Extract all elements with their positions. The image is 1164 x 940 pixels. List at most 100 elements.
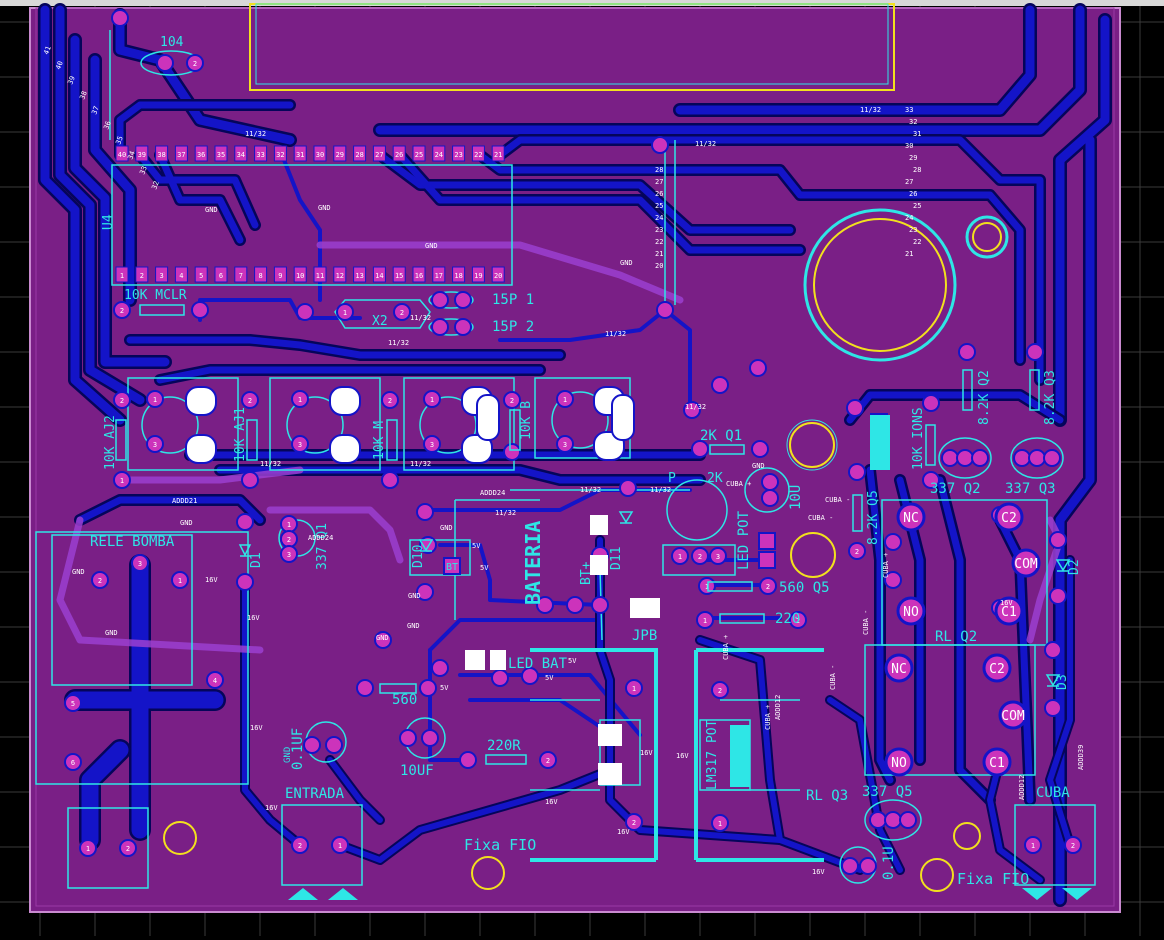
label-10kions: 10K IONS — [911, 407, 926, 470]
chip-pin-number: 17 — [435, 272, 443, 280]
net-labels: 4140393837363534333228272625242322212033… — [42, 45, 1085, 876]
pad — [846, 399, 864, 417]
chip-pin-number: 31 — [296, 151, 304, 159]
pad — [91, 571, 109, 589]
pad — [1044, 699, 1062, 717]
pad — [236, 513, 254, 531]
chip-pin-bottom — [313, 266, 327, 283]
pad — [336, 303, 354, 321]
label-10kb: 10K B — [519, 401, 534, 440]
pad — [431, 318, 449, 336]
silkscreen-outlines — [35, 30, 1096, 889]
chip-pin-number: 13 — [355, 272, 363, 280]
net-label: 11/32 — [685, 403, 706, 411]
lcd-inner-outline — [255, 3, 889, 85]
net-label: ADDD12 — [774, 695, 782, 720]
chip-pin-number: 27 — [375, 151, 383, 159]
label-jpb: JPB — [632, 628, 657, 644]
relay-pad — [884, 747, 914, 777]
square-pad — [443, 557, 461, 575]
net-label: 27 — [905, 178, 913, 186]
pad — [296, 303, 314, 321]
net-label: 16V — [247, 614, 260, 622]
net-label: 11/32 — [580, 486, 601, 494]
net-label: 24 — [655, 214, 663, 222]
pad — [841, 857, 859, 875]
pad-number: 1 — [703, 617, 707, 625]
pad — [1024, 836, 1042, 854]
pad — [619, 479, 637, 497]
chip-pin-bottom — [135, 266, 149, 283]
chip-pin-number: 4 — [179, 272, 183, 280]
net-label: CUBA - — [808, 514, 833, 522]
pad — [186, 54, 204, 72]
cap-ring-q5 — [790, 532, 836, 578]
net-label: 24 — [905, 214, 913, 222]
chip-pin-top — [353, 145, 367, 162]
chip-pin-number: 22 — [474, 151, 482, 159]
pad — [1049, 531, 1067, 549]
net-label: CUBA + — [726, 480, 751, 488]
chip-pin-bottom — [491, 266, 505, 283]
pad — [1044, 641, 1062, 659]
chip-pin-top — [254, 145, 268, 162]
chip-pin-number: 35 — [217, 151, 225, 159]
chip-pin-bottom — [353, 266, 367, 283]
pad — [111, 9, 129, 27]
label-2kq1: 2K Q1 — [700, 428, 742, 444]
chip-pin-bottom — [194, 266, 208, 283]
pad — [884, 571, 902, 589]
pad-number: 2 — [546, 757, 550, 765]
pad — [303, 736, 321, 754]
chip-pin-number: 9 — [278, 272, 282, 280]
relay-pad-label: C2 — [1001, 511, 1017, 526]
chip-pin-number: 32 — [276, 151, 284, 159]
chip-pin-top — [174, 145, 188, 162]
pad-number: 1 — [678, 553, 682, 561]
pad — [711, 814, 729, 832]
pad — [431, 291, 449, 309]
pad — [399, 729, 417, 747]
pad — [454, 291, 472, 309]
label-aj1: 10K AJ1 — [233, 407, 248, 462]
chip-pin-number: 19 — [474, 272, 482, 280]
pad — [491, 669, 509, 687]
pad — [536, 596, 554, 614]
label-560q5: 560 Q5 — [779, 580, 830, 596]
chip-pin-bottom — [372, 266, 386, 283]
net-label: 30 — [905, 142, 913, 150]
pad — [922, 471, 940, 489]
label-c104: 104 — [160, 35, 184, 50]
net-label: 16V — [676, 752, 689, 760]
resistor-bodies — [115, 304, 1040, 765]
net-label: 40 — [54, 60, 64, 71]
pad — [119, 839, 137, 857]
net-label: 29 — [909, 154, 917, 162]
pad — [356, 679, 374, 697]
relay-pad-label: C1 — [1001, 605, 1017, 620]
pad — [423, 435, 441, 453]
net-label: 11/32 — [260, 460, 281, 468]
pad — [539, 751, 557, 769]
pad-number: 3 — [430, 441, 434, 449]
chip-pin-number: 3 — [159, 272, 163, 280]
net-label: 16V — [545, 798, 558, 806]
pad-number: 2 — [796, 617, 800, 625]
chip-pin-number: 25 — [415, 151, 423, 159]
net-label: ADDD24 — [480, 489, 505, 497]
pad-number: 2 — [193, 60, 197, 68]
label-bt1: BT — [446, 562, 458, 573]
pad — [325, 736, 343, 754]
pad — [423, 390, 441, 408]
net-label: 11/32 — [605, 330, 626, 338]
chip-pin-number: 39 — [138, 151, 146, 159]
pad — [236, 573, 254, 591]
pad — [556, 390, 574, 408]
chip-pin-top — [234, 145, 248, 162]
chip-pin-bottom — [471, 266, 485, 283]
pad-number: 2 — [1071, 842, 1075, 850]
chip-pin-number: 8 — [258, 272, 262, 280]
pad — [171, 571, 189, 589]
